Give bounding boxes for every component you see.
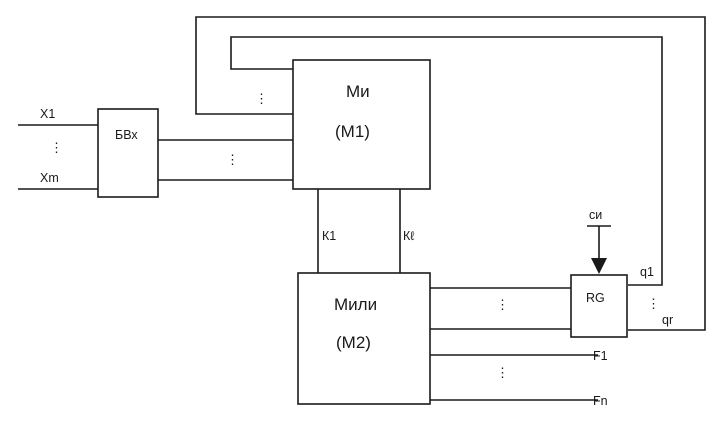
input-ellipsis: ⋮ xyxy=(50,140,63,155)
input-label-xm: Xm xyxy=(40,171,59,185)
link-label-k1: К1 xyxy=(322,229,336,243)
mealy-block-name: Мили xyxy=(334,295,377,314)
input-label-x1: X1 xyxy=(40,107,55,121)
mealy-block-sub: (М2) xyxy=(336,333,371,352)
input-block xyxy=(97,108,159,198)
mealy-block xyxy=(297,272,431,405)
register-block xyxy=(570,274,628,338)
feedback-wire-q1 xyxy=(230,36,663,286)
register-output-q1: q1 xyxy=(640,265,654,279)
moore-block-name: Ми xyxy=(346,82,370,101)
register-output-ellipsis: ⋮ xyxy=(647,296,660,311)
input-block-label: БВх xyxy=(115,128,138,142)
output-label-f1: F1 xyxy=(593,349,608,363)
outputs-ellipsis: ⋮ xyxy=(496,365,509,380)
moore-block-sub: (М1) xyxy=(335,122,370,141)
feedback-wire-qr xyxy=(195,16,706,331)
feedback-ellipsis: ⋮ xyxy=(255,91,268,106)
register-output-qr: qr xyxy=(662,313,673,327)
clock-label: си xyxy=(589,208,602,222)
output-label-fn: Fn xyxy=(593,394,608,408)
mealy-rg-ellipsis: ⋮ xyxy=(496,297,509,312)
register-label: RG xyxy=(586,291,605,305)
bvx-lines-ellipsis: ⋮ xyxy=(226,152,239,167)
moore-block xyxy=(292,59,431,190)
link-label-kl: Кℓ xyxy=(403,229,414,243)
